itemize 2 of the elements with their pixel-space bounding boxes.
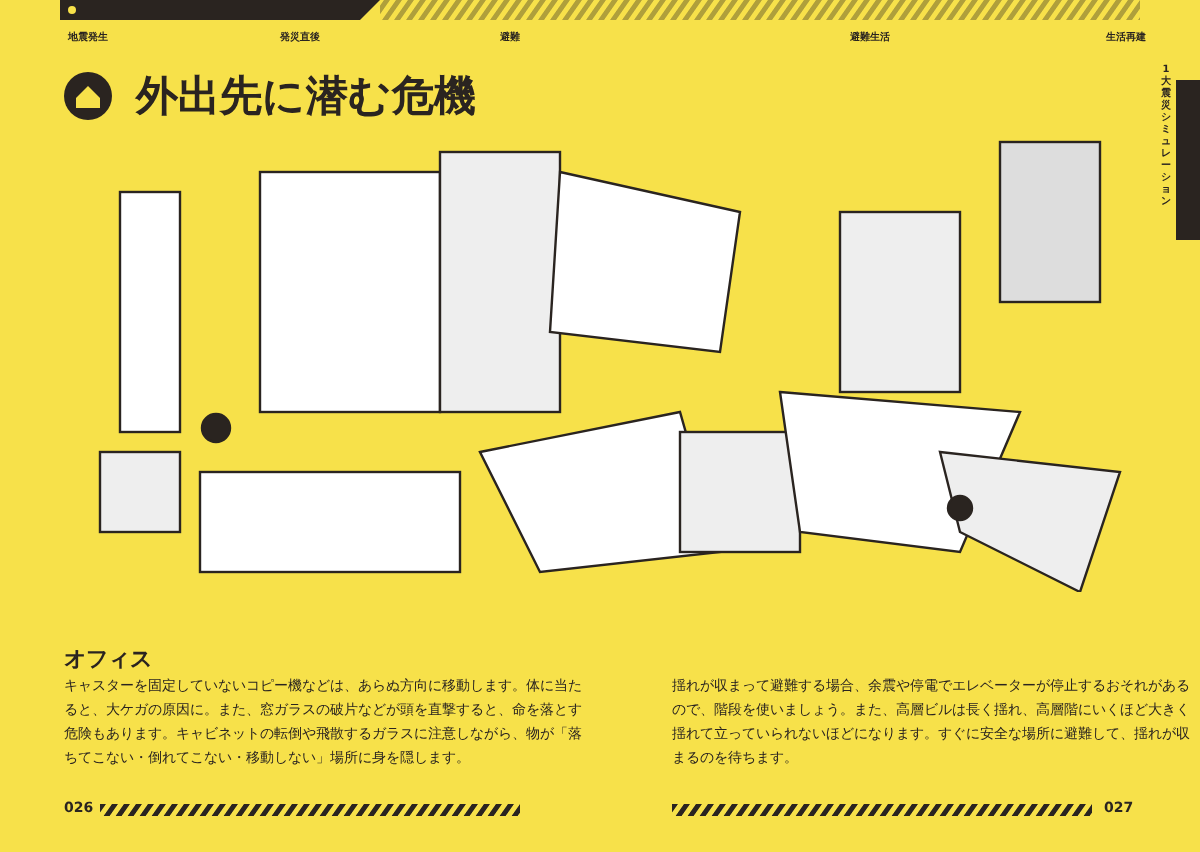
section-heading: オフィス (64, 644, 152, 674)
page-title: 外出先に潜む危機 (136, 70, 476, 124)
